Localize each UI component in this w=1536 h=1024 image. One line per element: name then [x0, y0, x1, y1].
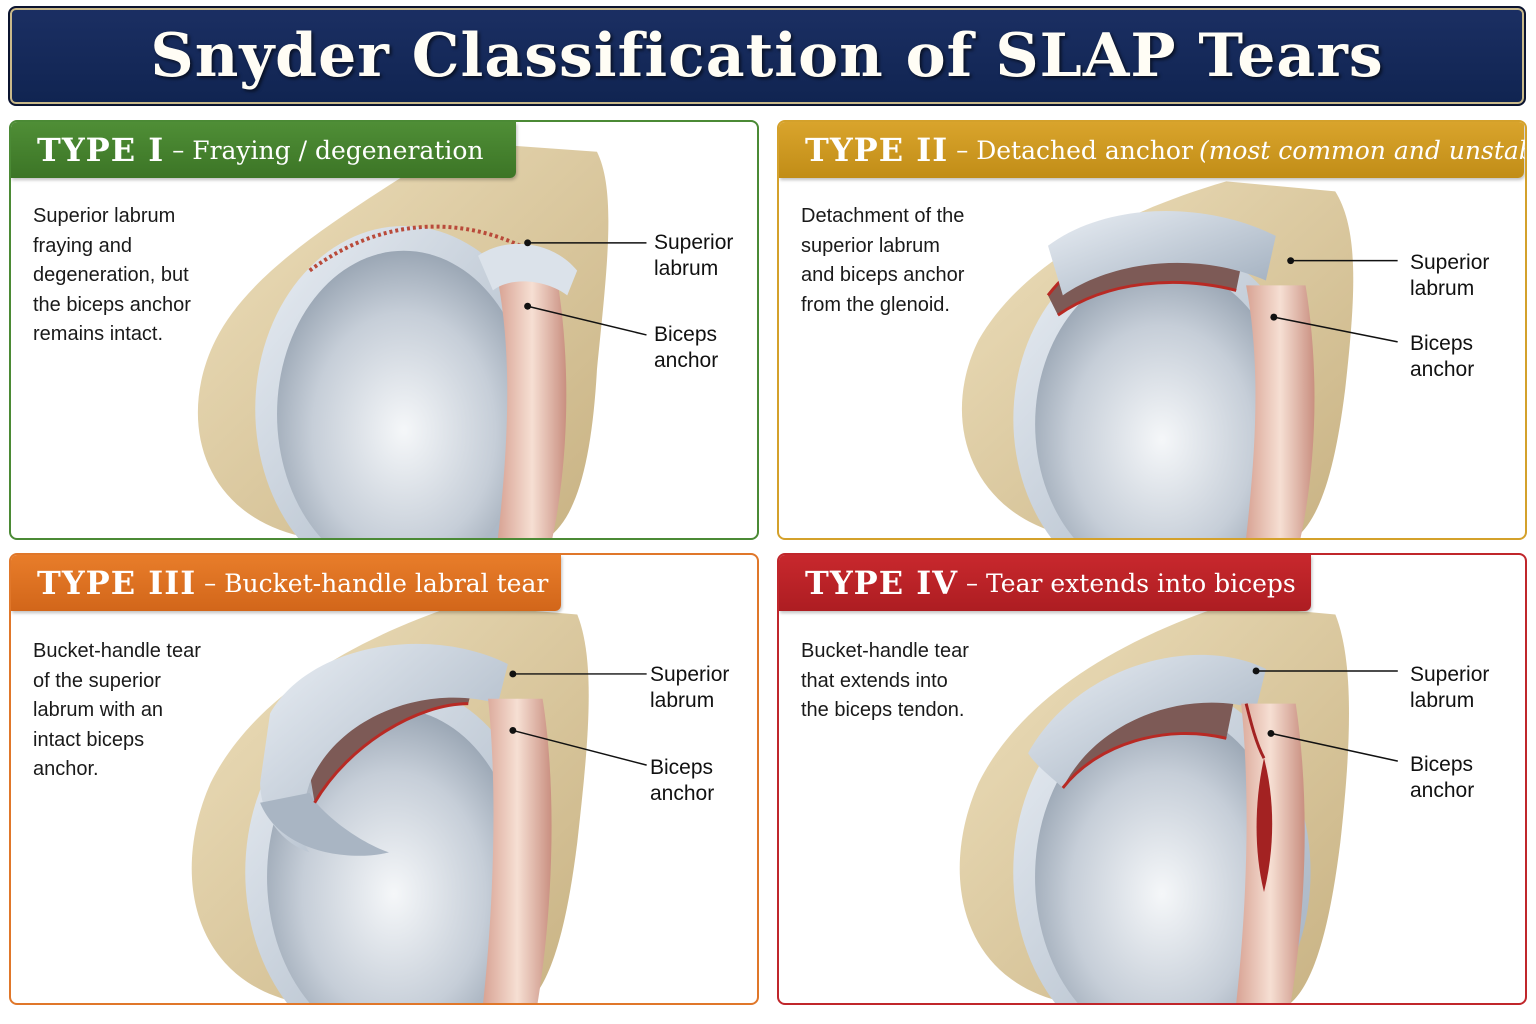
panel-type-1: TYPE I – Fraying / degeneration Superior… — [9, 120, 759, 540]
panel-type-2: TYPE II – Detached anchor (most common a… — [777, 120, 1527, 540]
biceps-anchor-label: Biceps anchor — [1410, 332, 1475, 381]
type-subtitle: Tear extends into biceps — [986, 568, 1296, 598]
panel-type-4: TYPE IV – Tear extends into biceps Bucke… — [777, 553, 1527, 1005]
biceps-anchor-label: Biceps anchor — [650, 756, 715, 805]
type-subtitle-note: (most common and unstable) — [1198, 135, 1525, 165]
type-banner: TYPE III – Bucket-handle labral tear — [11, 555, 561, 611]
type-description: Bucket-handle tear that extends into the… — [801, 640, 969, 721]
type-banner: TYPE I – Fraying / degeneration — [11, 122, 516, 178]
type-description: Bucket-handle tear of the superior labru… — [33, 640, 201, 780]
type-subtitle: Bucket-handle labral tear — [224, 568, 549, 598]
superior-labrum-label: Superior labrum — [1410, 663, 1490, 712]
type-description: Detachment of the superior labrum and bi… — [801, 205, 965, 316]
type-label: TYPE IV — [805, 564, 959, 602]
type-banner: TYPE IV – Tear extends into biceps — [779, 555, 1311, 611]
glenoid-illustration — [197, 141, 647, 538]
biceps-anchor-label: Biceps anchor — [654, 323, 719, 372]
page-title: Snyder Classification of SLAP Tears — [150, 21, 1384, 91]
glenoid-illustration — [191, 604, 647, 1003]
type-label: TYPE II — [805, 131, 949, 169]
glenoid-illustration — [959, 604, 1398, 1003]
type-description: Superior labrum fraying and degeneration… — [33, 205, 191, 345]
biceps-anchor-label: Biceps anchor — [1410, 753, 1475, 802]
type-label: TYPE I — [37, 131, 165, 169]
panel-type-3: TYPE III – Bucket-handle labral tear Buc… — [9, 553, 759, 1005]
glenoid-illustration — [961, 181, 1398, 538]
superior-labrum-label: Superior labrum — [1410, 251, 1490, 300]
superior-labrum-label: Superior labrum — [650, 663, 730, 712]
title-bar: Snyder Classification of SLAP Tears — [8, 6, 1526, 106]
type-subtitle: Fraying / degeneration — [192, 135, 484, 165]
type-banner: TYPE II – Detached anchor (most common a… — [779, 122, 1525, 178]
type-subtitle: Detached anchor — [976, 135, 1193, 165]
type-label: TYPE III — [37, 564, 197, 602]
superior-labrum-label: Superior labrum — [654, 231, 734, 280]
